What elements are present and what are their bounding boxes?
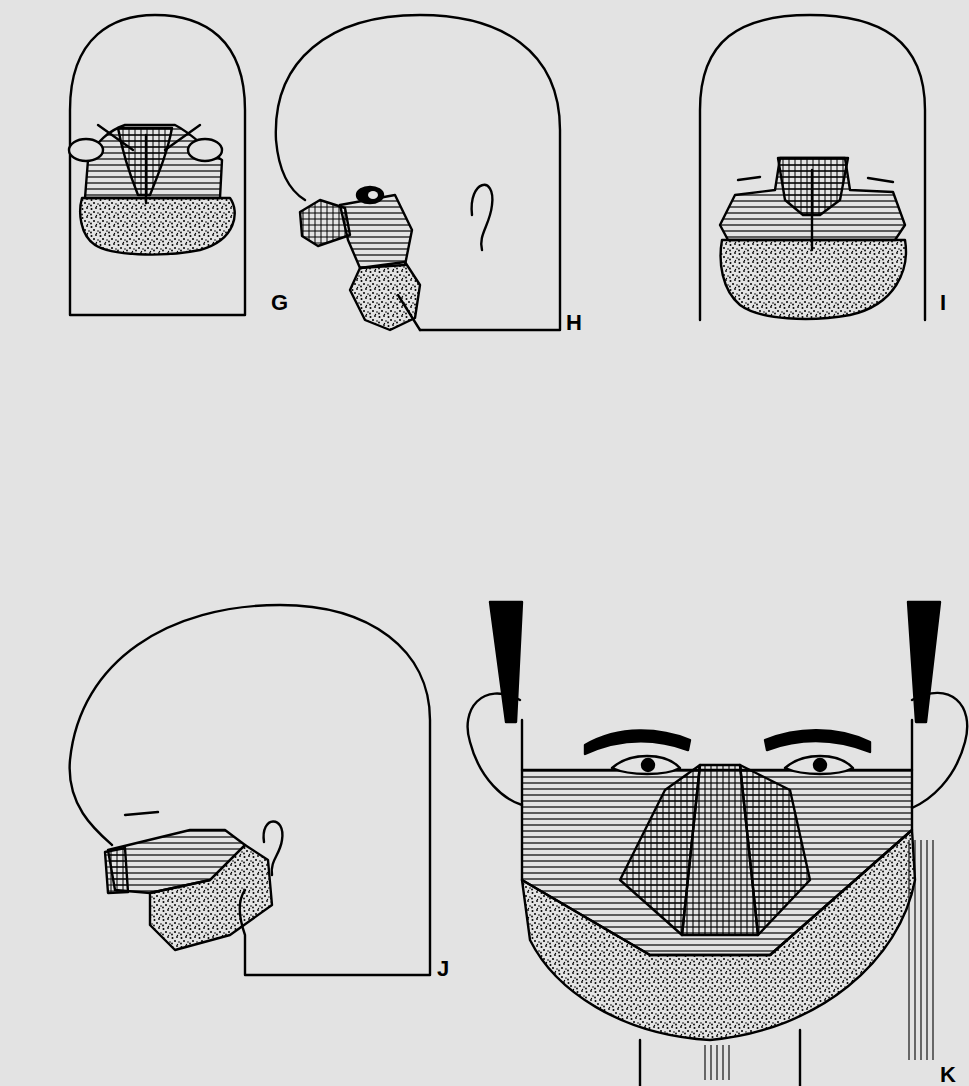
iris [642,759,654,771]
stippled-zone [150,845,272,950]
hatched-zone [85,125,222,198]
head-outline [276,15,560,330]
ear [472,185,493,250]
stippled-zone [350,262,420,330]
face-side [911,720,913,770]
hair-tuft [908,602,940,722]
iris [814,759,826,771]
eye [612,756,680,774]
head-outline [700,15,925,320]
nose-zone [682,765,758,935]
face-side [521,720,523,770]
stippled-zone [80,198,235,255]
eyebrow [738,177,760,180]
midline [145,135,147,203]
neck-line [799,1030,801,1086]
front-face-k [468,602,968,1086]
panel-letter: G [271,292,288,314]
ear [912,693,967,808]
crosshatched-zone [105,848,128,893]
neck-line [639,1040,641,1086]
panel-letter: H [566,312,582,334]
head-outline [70,605,430,975]
midline [811,170,813,250]
panel-letter: J [437,958,449,980]
neck-shadow [700,1045,730,1080]
profile-head-h [276,15,560,330]
eye [188,139,222,161]
stippled-zone [721,240,906,319]
eye [357,187,383,203]
hatched-zone [340,195,412,268]
eyebrow [765,730,870,752]
eyebrow [585,730,690,754]
front-head-i [700,15,925,320]
eyebrow [125,812,158,815]
head-outline [70,15,245,315]
profile-head-j [70,605,430,975]
eye [785,756,853,774]
hair-tuft [490,602,522,722]
crosshatched-zone [300,200,350,246]
eye-highlight [368,191,378,199]
panel-letter: K [940,1064,956,1086]
panel-letter: I [940,292,946,314]
stippled-zone [522,830,915,1040]
ear [468,694,522,805]
eyebrow [868,178,893,182]
front-head-g [69,15,245,315]
eye [69,139,103,161]
